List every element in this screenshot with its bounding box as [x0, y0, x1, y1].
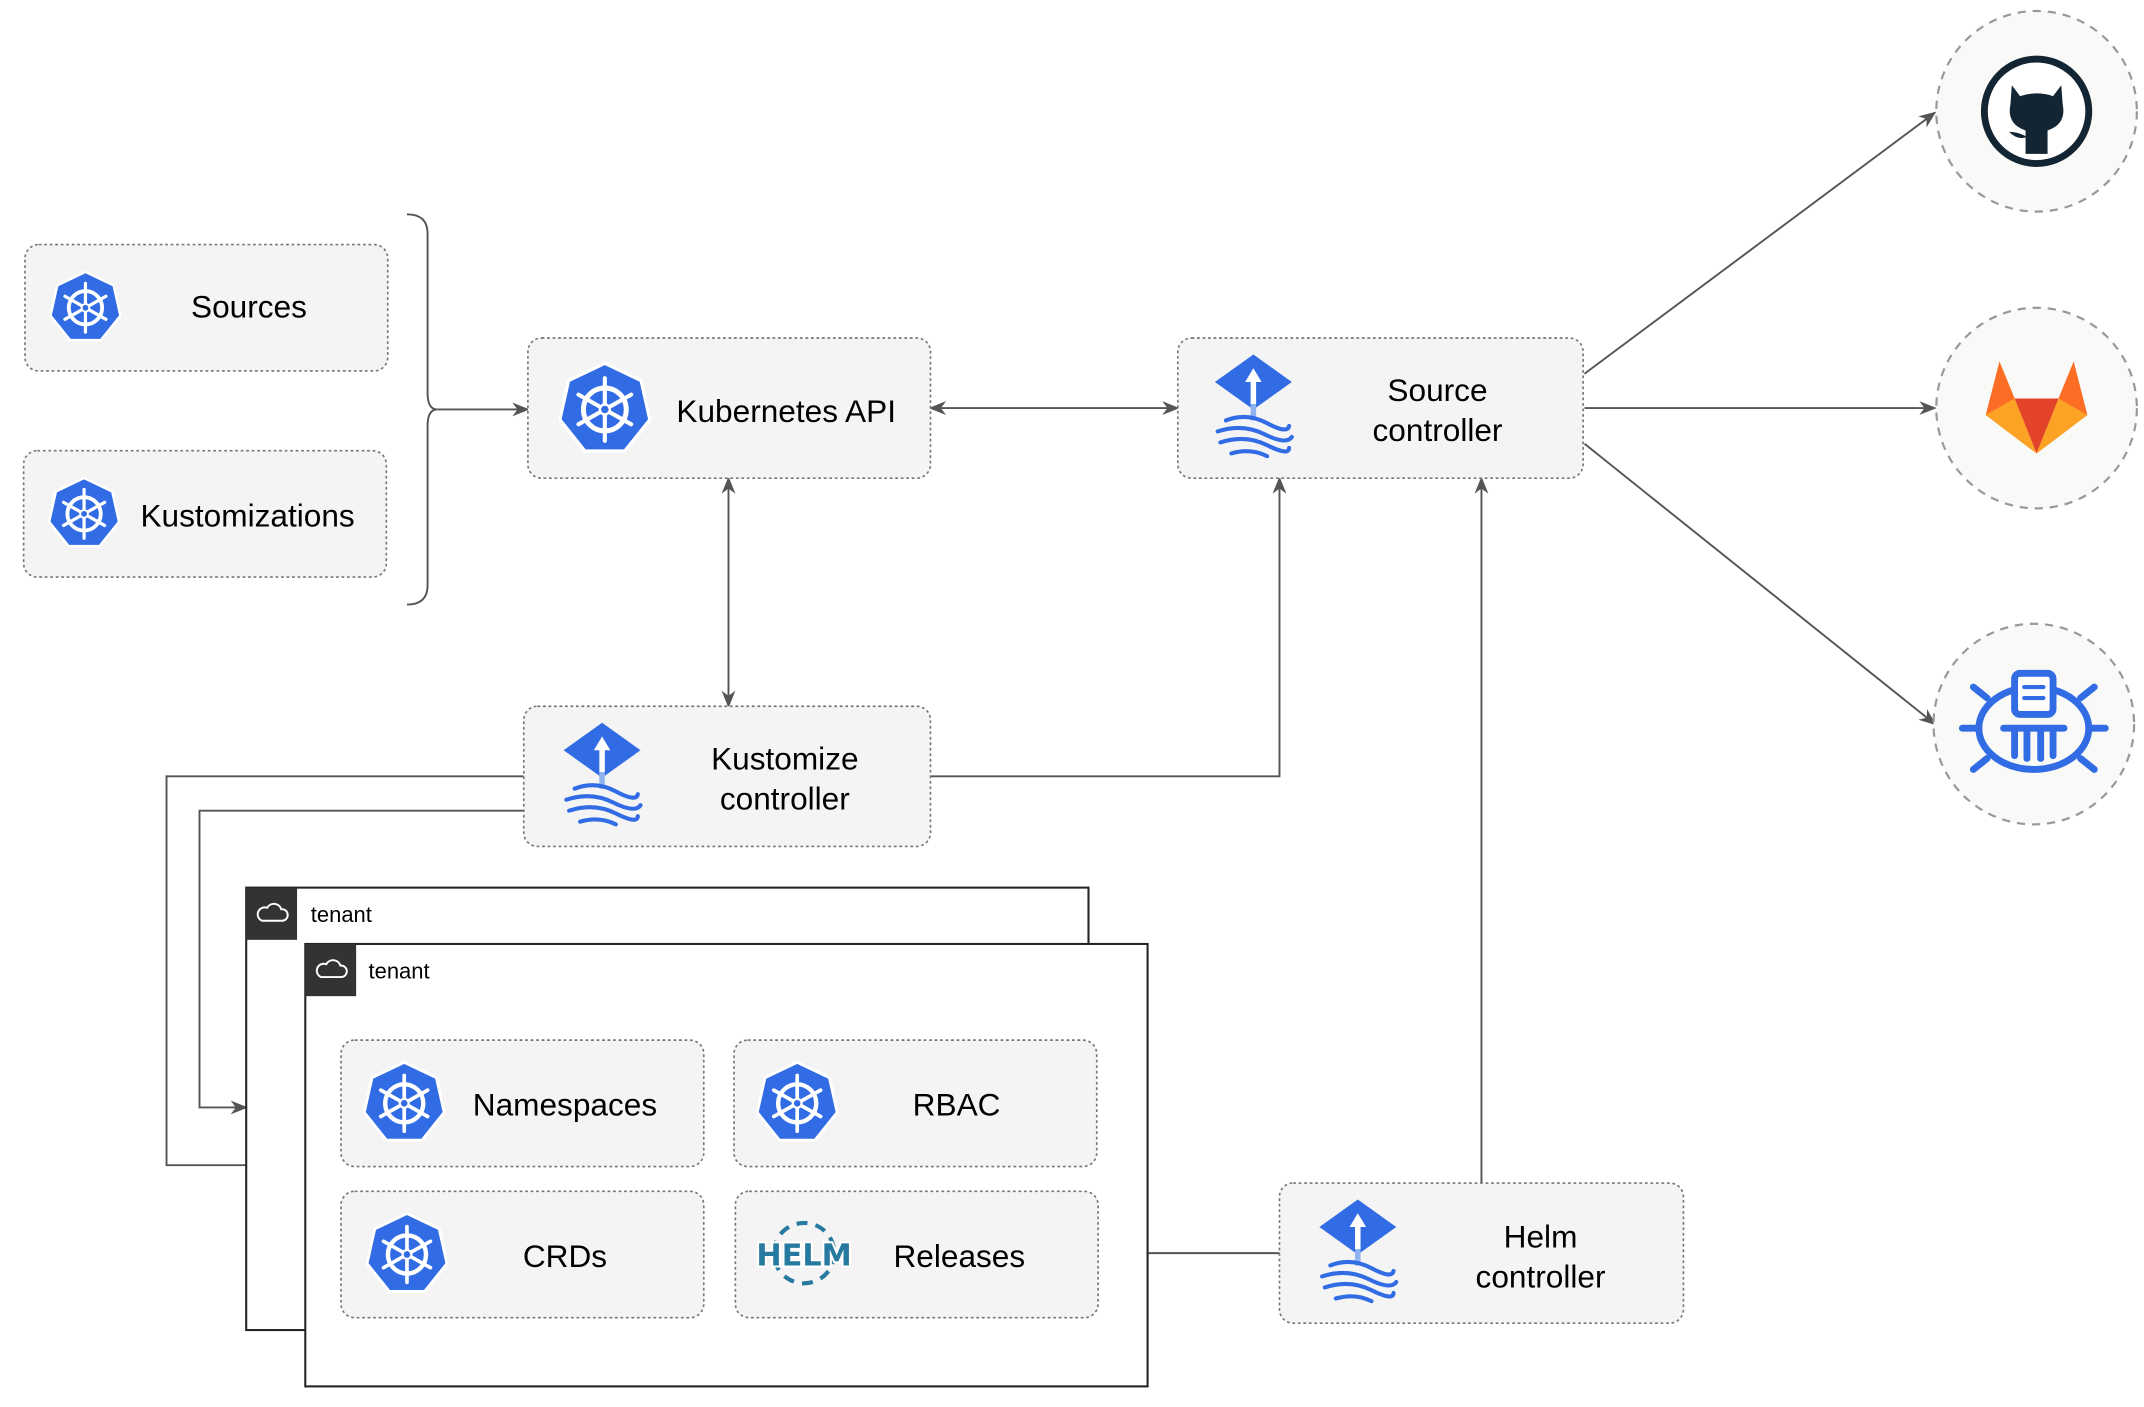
edge-source-to-bucket: [1583, 443, 1937, 726]
tenant-label: tenant: [311, 902, 372, 927]
source-controller-label-1: Source: [1387, 372, 1487, 408]
source-controller-label-2: controller: [1373, 412, 1503, 448]
bucket-icon: [1958, 669, 2109, 773]
sources-label: Sources: [191, 288, 307, 324]
node-sources[interactable]: Sources: [24, 243, 389, 372]
kustomize-controller-label-1: Kustomize: [711, 740, 858, 776]
node-namespaces[interactable]: Namespaces: [340, 1039, 705, 1168]
helm-icon: HELM: [754, 1220, 854, 1286]
node-kustomize-controller[interactable]: Kustomize controller: [522, 705, 932, 848]
helm-controller-label-2: controller: [1476, 1258, 1606, 1294]
tenant-front[interactable]: tenant Namespaces RBAC CRDs HELM Release…: [304, 942, 1149, 1388]
node-releases[interactable]: HELM Releases: [734, 1190, 1099, 1319]
gitlab-icon: [1985, 361, 2088, 454]
rbac-label: RBAC: [913, 1087, 1001, 1123]
bucket-node[interactable]: [1932, 622, 2136, 826]
kustomizations-label: Kustomizations: [140, 497, 354, 533]
node-helm-controller[interactable]: Helm controller: [1278, 1182, 1685, 1325]
edge-source-to-github: [1583, 111, 1937, 375]
edge-kustomize-to-tenant-back: [198, 809, 524, 1115]
svg-text:HELM: HELM: [756, 1238, 851, 1273]
github-node[interactable]: [1935, 9, 2138, 213]
edge-kustomize-to-source-controller: [930, 476, 1287, 778]
node-source-controller[interactable]: Source controller: [1176, 337, 1584, 479]
crds-label: CRDs: [523, 1238, 607, 1274]
gitlab-node[interactable]: [1935, 306, 2138, 510]
github-icon: [1980, 55, 2093, 167]
node-kubernetes-api[interactable]: Kubernetes API: [527, 337, 932, 479]
releases-label: Releases: [893, 1238, 1025, 1274]
kubernetes-api-label: Kubernetes API: [676, 393, 896, 429]
helm-controller-label-1: Helm: [1504, 1219, 1578, 1255]
namespaces-label: Namespaces: [473, 1087, 657, 1123]
edges: [165, 111, 1937, 1261]
node-rbac[interactable]: RBAC: [733, 1039, 1098, 1168]
node-crds[interactable]: CRDs: [340, 1190, 705, 1319]
edge-kustomize-to-tenant-front: [165, 775, 524, 1173]
kustomize-controller-label-2: controller: [720, 780, 850, 816]
bracket: [406, 213, 438, 606]
node-kustomizations[interactable]: Kustomizations: [22, 449, 388, 578]
tenant-label: tenant: [369, 958, 430, 983]
